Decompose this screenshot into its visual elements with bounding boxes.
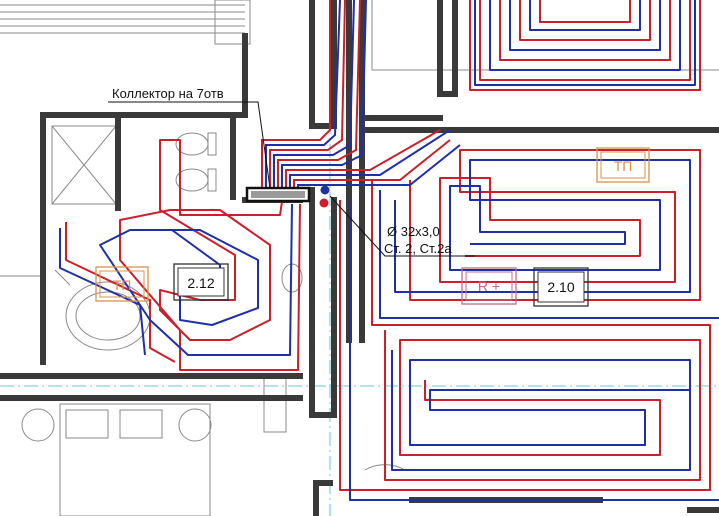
room-number-2-10: 2.10 xyxy=(533,267,589,307)
room-number-2-12: 2.12 xyxy=(173,263,229,301)
tag-tp-right-text: ТП xyxy=(614,158,633,174)
supply-pipes xyxy=(65,0,711,491)
tag-tp-left: ТП xyxy=(95,266,149,302)
room-number-2-10-text: 2.10 xyxy=(547,279,574,295)
room-number-2-12-text: 2.12 xyxy=(187,275,214,291)
collector-label: Коллектор на 7отв xyxy=(112,86,224,101)
return-valve-icon xyxy=(319,198,329,208)
tag-tp-left-text: ТП xyxy=(113,277,132,293)
collector-hatch xyxy=(251,191,305,198)
collector-pipe-bundle xyxy=(261,0,461,190)
tag-tp-right: ТП xyxy=(596,147,650,183)
pipe-diameter-label: Ø 32x3,0 xyxy=(387,224,440,239)
return-pipes xyxy=(59,0,719,501)
riser-label: Ст. 2, Ст.2а xyxy=(384,241,452,256)
tag-r-plus: R + xyxy=(461,267,517,305)
supply-valve-icon xyxy=(320,185,330,195)
leader-lines xyxy=(108,101,475,257)
tag-r-plus-text: R + xyxy=(478,278,500,294)
